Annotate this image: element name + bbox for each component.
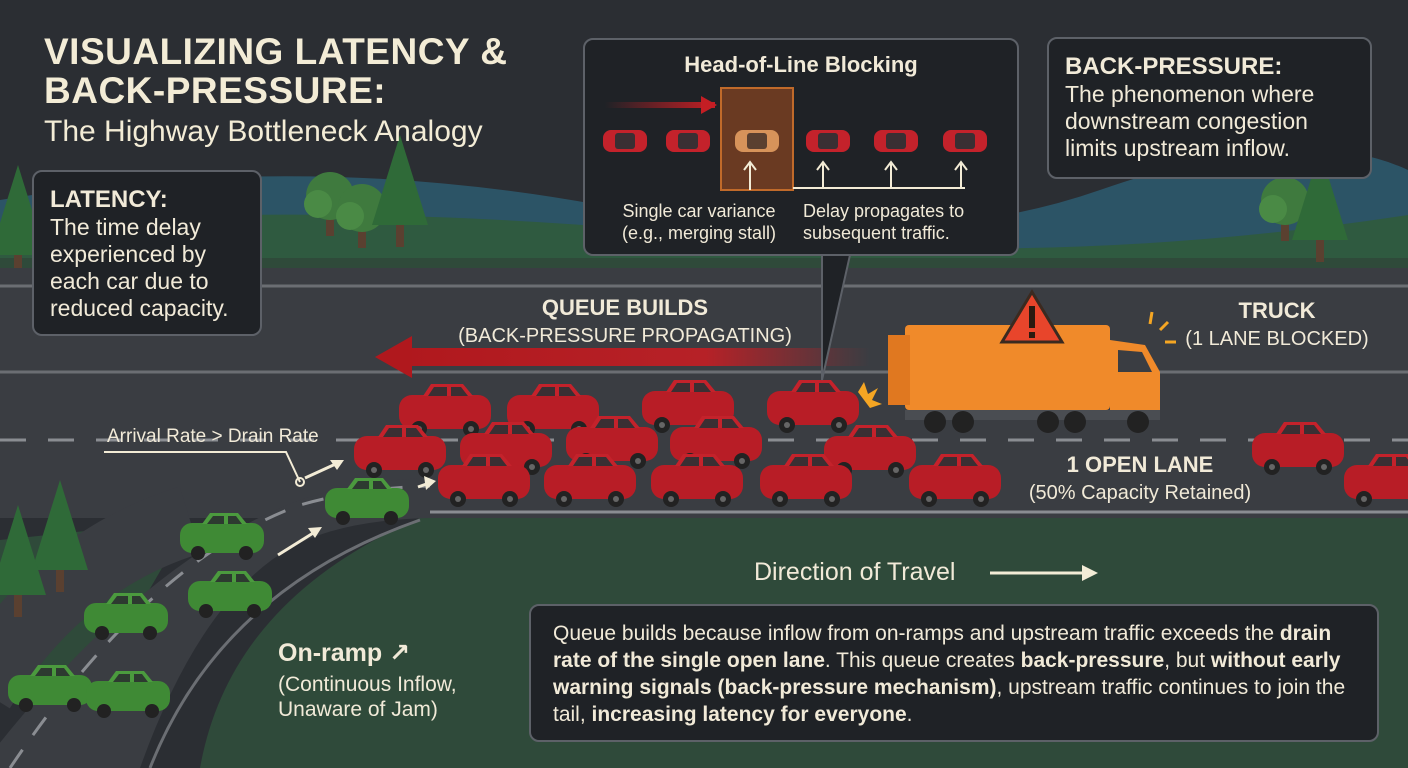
latency-box: LATENCY: The time delay experienced by e… <box>32 170 262 336</box>
truck-label: TRUCK (1 LANE BLOCKED) <box>1172 298 1382 351</box>
head-of-line-box: Head-of-Line Blocking Single car varianc… <box>583 38 1019 256</box>
hol-heading: Head-of-Line Blocking <box>684 52 918 77</box>
title-block: VISUALIZING LATENCY & BACK-PRESSURE: The… <box>44 32 564 150</box>
summary-box: Queue builds because inflow from on-ramp… <box>529 604 1379 742</box>
summary-bold-2: back-pressure <box>1020 649 1165 672</box>
summary-text-5: . <box>906 703 913 726</box>
summary-text-1: Queue builds because inflow from on-ramp… <box>553 622 1280 645</box>
latency-heading: LATENCY: <box>50 186 168 213</box>
queue-label-sub: (BACK-PRESSURE PROPAGATING) <box>458 325 792 347</box>
summary-bold-1: drain rate of the single open lane <box>553 622 1332 672</box>
hol-caption-left: Single car variance (e.g., merging stall… <box>621 201 777 243</box>
open-lane-sub: (50% Capacity Retained) <box>1028 482 1252 504</box>
open-lane-label: 1 OPEN LANE (50% Capacity Retained) <box>1000 452 1280 505</box>
summary-text-3: , but <box>1164 649 1211 672</box>
truck-label-sub: (1 LANE BLOCKED) <box>1185 328 1369 350</box>
truck-graphic <box>888 289 1176 433</box>
summary-text-2: . This queue creates <box>824 649 1021 672</box>
hol-illustration <box>603 87 987 191</box>
back-pressure-body: The phenomenon where downstream congesti… <box>1065 81 1315 161</box>
arrival-rate-label: Arrival Rate > Drain Rate <box>107 426 319 447</box>
queue-label: QUEUE BUILDS (BACK-PRESSURE PROPAGATING) <box>440 295 810 348</box>
on-ramp-label: On-ramp ↗ (Continuous Inflow, Unaware of… <box>278 638 457 722</box>
summary-bold-4: increasing latency for everyone <box>591 703 907 726</box>
on-ramp-sub-1: (Continuous Inflow, <box>278 673 457 696</box>
queue-label-main: QUEUE BUILDS <box>541 295 709 320</box>
back-pressure-heading: BACK-PRESSURE: <box>1065 53 1283 80</box>
open-lane-main: 1 OPEN LANE <box>1066 452 1214 477</box>
summary-bold-3: without early warning signals (back-pres… <box>553 649 1341 699</box>
direction-label: Direction of Travel <box>754 558 956 586</box>
latency-body: The time delay experienced by each car d… <box>50 214 229 321</box>
hol-caption-right: Delay propagates to subsequent traffic. <box>803 201 965 243</box>
back-pressure-box: BACK-PRESSURE: The phenomenon where down… <box>1047 37 1372 179</box>
truck-label-main: TRUCK <box>1238 298 1316 323</box>
on-ramp-sub-2: Unaware of Jam) <box>278 698 438 721</box>
summary-text-4: , upstream traffic continues to join the… <box>553 676 1346 726</box>
title-line-1: VISUALIZING LATENCY & <box>44 31 508 72</box>
subtitle: The Highway Bottleneck Analogy <box>44 115 483 148</box>
title-line-2: BACK-PRESSURE: <box>44 70 387 111</box>
on-ramp-main: On-ramp ↗ <box>278 639 411 667</box>
